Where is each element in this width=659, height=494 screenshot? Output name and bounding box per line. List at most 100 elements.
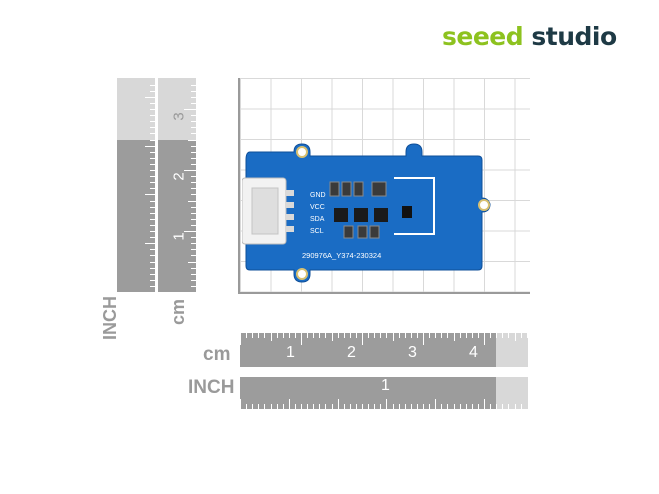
ruler-tick	[145, 194, 155, 196]
ruler-tick	[150, 133, 155, 135]
ruler-tick	[404, 333, 406, 338]
vertical-inch-label: INCH	[100, 296, 120, 340]
ruler-tick	[410, 333, 412, 338]
ruler-tick	[150, 255, 155, 257]
ruler-tick	[301, 333, 302, 345]
pin-label-vcc: VCC	[310, 204, 325, 211]
ruler-tick	[282, 404, 284, 409]
ruler-tick	[191, 212, 196, 214]
ruler-tick	[331, 333, 333, 341]
ruler-tick	[374, 333, 376, 338]
ruler-tick	[490, 333, 492, 338]
ruler-tick	[150, 285, 155, 287]
ruler-tick	[191, 115, 196, 117]
ruler-tick	[325, 404, 327, 409]
ruler-tick	[191, 188, 196, 190]
ruler-tick	[423, 404, 424, 409]
ruler-tick	[362, 333, 363, 345]
ruler-tick	[380, 404, 382, 409]
cm-ruler-number-4: 4	[469, 344, 478, 361]
ruler-tick	[191, 255, 196, 257]
ruler-tick	[150, 249, 155, 251]
inch-ruler-label: INCH	[188, 377, 235, 398]
vertical-ruler-number-3: 3	[170, 112, 188, 121]
grove-sensor-board: GND VCC SDA SCL 290976A_Y374-230324	[242, 143, 491, 283]
ruler-tick	[435, 333, 437, 338]
ruler-tick	[145, 96, 155, 98]
ruler-tick	[484, 333, 485, 345]
ruler-tick	[184, 292, 196, 293]
pin-label-gnd: GND	[310, 192, 326, 199]
ruler-tick	[150, 188, 155, 190]
ruler-tick	[355, 333, 357, 338]
cm-ruler-number-3: 3	[408, 344, 417, 361]
ruler-tick	[349, 333, 351, 338]
ruler-tick	[191, 267, 196, 269]
ruler-tick	[145, 145, 155, 147]
ruler-tick	[447, 333, 449, 338]
ruler-tick	[252, 404, 254, 409]
ruler-tick	[386, 333, 388, 338]
ruler-tick	[191, 96, 196, 98]
ruler-tick	[150, 267, 155, 269]
ruler-tick	[288, 333, 290, 338]
ruler-tick	[191, 90, 196, 92]
ruler-tick	[453, 333, 455, 341]
ruler-tick	[252, 333, 254, 338]
ruler-tick	[423, 333, 424, 345]
ruler-tick	[150, 127, 155, 129]
ruler-tick	[240, 399, 241, 409]
ruler-tick	[447, 404, 449, 409]
ruler-tick	[191, 224, 196, 226]
vertical-inch-ruler	[117, 78, 155, 292]
ruler-tick	[246, 404, 248, 409]
ruler-tick	[270, 404, 272, 409]
ruler-tick	[145, 243, 155, 245]
horizontal-cm-ruler: 1 2 3 4	[240, 333, 528, 367]
ruler-tick	[191, 285, 196, 287]
ruler-tick	[184, 170, 196, 171]
ruler-tick	[392, 333, 394, 341]
ruler-tick	[150, 200, 155, 202]
ruler-tick	[150, 170, 155, 171]
ruler-tick	[258, 333, 260, 338]
ruler-tick	[288, 399, 290, 409]
sensor-chip	[402, 206, 412, 218]
ruler-tick	[337, 399, 339, 409]
ruler-tick	[313, 333, 315, 338]
ruler-tick	[150, 273, 155, 275]
board-serial: 290976A_Y374-230324	[302, 251, 381, 260]
ruler-tick	[441, 333, 443, 338]
ruler-tick	[191, 145, 196, 147]
mount-hole-right	[478, 199, 490, 211]
ruler-tick	[465, 333, 467, 338]
ruler-tick	[429, 404, 431, 409]
ruler-tick	[435, 399, 437, 409]
ruler-tick	[477, 404, 479, 409]
logo-word-seeed: seeed	[442, 22, 524, 51]
ruler-tick	[191, 121, 196, 123]
pin-label-sda: SDA	[310, 216, 325, 223]
mount-hole-bottom	[296, 268, 308, 280]
ruler-tick	[150, 176, 155, 178]
ruler-tick	[150, 121, 155, 123]
vertical-cm-label: cm	[168, 298, 188, 325]
ruler-tick	[453, 404, 455, 409]
logo-word-studio: studio	[531, 22, 617, 51]
ruler-tick	[191, 237, 196, 239]
ruler-tick	[150, 206, 155, 208]
cm-ruler-number-2: 2	[347, 344, 356, 361]
ruler-tick	[294, 404, 296, 409]
ruler-tick	[325, 333, 327, 338]
ruler-tick	[502, 333, 504, 338]
ruler-tick	[471, 404, 473, 409]
ic-chip	[334, 208, 348, 222]
ruler-tick	[331, 404, 333, 409]
ruler-tick	[150, 261, 155, 263]
ruler-tick	[343, 404, 345, 409]
inch-ruler-number-1: 1	[381, 377, 390, 394]
ruler-tick	[508, 333, 510, 338]
seeed-studio-logo: seeed studio	[442, 22, 617, 51]
ruler-tick	[508, 404, 510, 409]
pin-label-scl: SCL	[310, 228, 324, 235]
